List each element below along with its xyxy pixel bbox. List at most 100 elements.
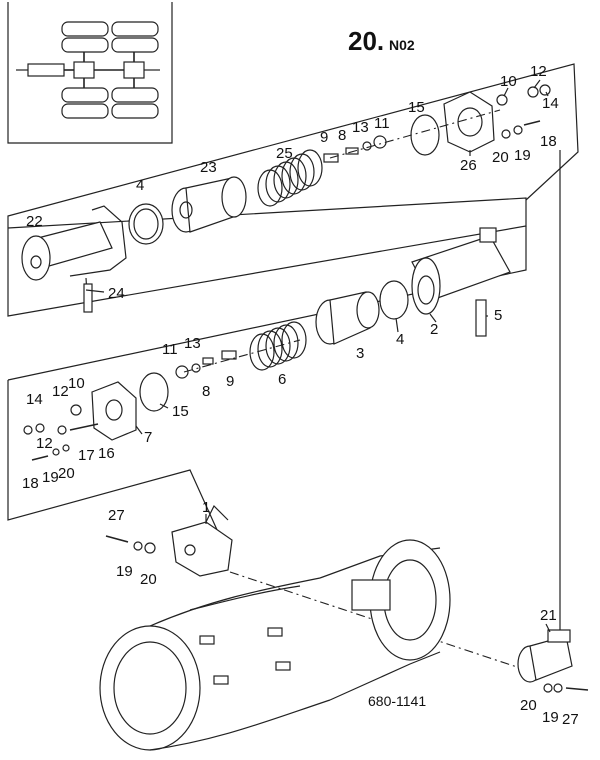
spring-25 (257, 149, 323, 207)
callout-label: 13 (184, 335, 201, 352)
bolt-27-icon (105, 535, 129, 543)
callout-label: 4 (396, 331, 404, 348)
nut-10-icon (496, 94, 508, 106)
washer-19-icon (513, 125, 523, 135)
callout-label: 7 (144, 429, 152, 446)
callout-label: 10 (68, 375, 85, 392)
callout-labels: 10 12 14 15 26 20 19 18 9 8 13 11 25 23 … (22, 63, 579, 728)
callout-label: 10 (500, 73, 517, 90)
callout-label: 5 (494, 307, 502, 324)
housing-slot (199, 635, 215, 645)
wheel-icon (61, 21, 109, 53)
pin-5 (475, 299, 487, 337)
valve-part-8 (345, 147, 359, 155)
axle-housing (99, 539, 451, 751)
bolt-18-lower-icon (31, 455, 49, 461)
callout-label: 14 (26, 391, 43, 408)
callout-label: 12 (52, 383, 69, 400)
housing-slot (213, 675, 229, 685)
washer-20-lower-icon (52, 448, 60, 456)
washer-20-bracket-icon (144, 542, 156, 554)
callout-label: 11 (374, 115, 390, 132)
wheel-icon (111, 21, 159, 53)
cylinder-housing-22 (21, 205, 127, 313)
callout-label: 19 (542, 709, 559, 726)
nut-11 (373, 135, 387, 149)
wheel-icon (111, 87, 159, 119)
diagram-header: 20. N02 (348, 26, 415, 56)
callout-label: 4 (136, 177, 144, 194)
callout-label: 9 (320, 129, 328, 146)
housing-slot (275, 661, 291, 671)
callout-label: 20 (140, 571, 157, 588)
nut-14-icon (539, 84, 551, 96)
washer-20-icon (501, 129, 511, 139)
vehicle-locator-inset (7, 2, 173, 144)
callout-label: 23 (200, 159, 217, 176)
wheel-icon (61, 87, 109, 119)
callout-label: 19 (42, 469, 59, 486)
seal-ring-4-lower (379, 280, 409, 320)
callout-label: 26 (460, 157, 477, 174)
cover-plate-7 (91, 381, 137, 441)
callout-label: 12 (36, 435, 53, 452)
nut-12-lower-icon (35, 423, 45, 433)
callout-label: 15 (172, 403, 189, 420)
callout-label: 17 (78, 447, 95, 464)
callout-label: 20 (492, 149, 509, 166)
callout-label: 16 (98, 445, 115, 462)
lower-panel-outline (7, 380, 219, 533)
callout-label: 19 (116, 563, 133, 580)
callout-label: 3 (356, 345, 364, 362)
callout-label: 15 (408, 99, 425, 116)
callout-label: 27 (562, 711, 579, 728)
nut-12-icon (527, 86, 539, 98)
nut-11-lower (175, 365, 189, 379)
washer-19-right-icon (553, 683, 563, 693)
bolt-16-icon (69, 423, 99, 431)
piston-23 (171, 176, 247, 233)
nut-10-lower-icon (70, 404, 82, 416)
washer-19-bracket-icon (133, 541, 143, 551)
callout-label: 18 (22, 475, 39, 492)
callout-label: 21 (540, 607, 557, 624)
callout-label: 13 (352, 119, 369, 136)
nut-12b-lower-icon (57, 425, 67, 435)
driveline-icon (16, 52, 160, 88)
bracket-1 (171, 504, 233, 577)
nut-14-lower-icon (23, 425, 33, 435)
callout-label: 18 (540, 133, 557, 150)
callout-label: 1 (202, 499, 210, 516)
bolt-27-right-icon (565, 687, 589, 691)
bolt-18-icon (523, 120, 541, 126)
cylinder-housing-2 (411, 227, 511, 315)
callout-label: 20 (520, 697, 537, 714)
seal-ring-15-lower (139, 372, 169, 412)
washer-13-lower (191, 363, 201, 373)
callout-label: 12 (530, 63, 547, 80)
valve-part-8-lower (202, 357, 214, 365)
callout-label: 19 (514, 147, 531, 164)
washer-20-right-icon (543, 683, 553, 693)
cover-plate-26 (443, 91, 495, 153)
seal-ring-15 (410, 114, 440, 156)
piston-3 (315, 291, 380, 345)
callout-label: 20 (58, 465, 75, 482)
callout-label: 24 (108, 285, 125, 302)
callout-label: 14 (542, 95, 559, 112)
callout-label: 8 (202, 383, 210, 400)
washer-17-icon (62, 444, 70, 452)
washer-13 (362, 141, 372, 151)
spring-6 (249, 321, 307, 371)
drawing-reference-number: 680-1141 (368, 693, 426, 709)
callout-label: 22 (26, 213, 43, 230)
leader-lines (85, 79, 551, 633)
actuator-21 (517, 629, 573, 683)
valve-part-9-lower (221, 350, 237, 360)
page-subtitle: N02 (389, 37, 415, 53)
callout-label: 25 (276, 145, 293, 162)
page-title: 20. (348, 26, 384, 56)
housing-slot (267, 627, 283, 637)
callout-label: 2 (430, 321, 438, 338)
